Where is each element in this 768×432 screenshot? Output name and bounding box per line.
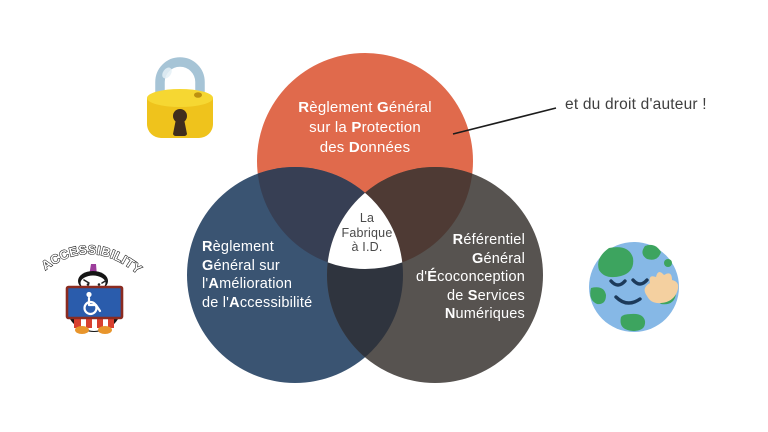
center-label-line-2: Fabrique — [341, 225, 393, 240]
center-label-line-3: à I.D. — [351, 240, 383, 254]
earth-eye-right — [631, 278, 649, 286]
earth-smile — [614, 295, 642, 305]
padlock-shackle-highlight — [162, 67, 172, 79]
annotation-text: et du droit d'auteur ! — [565, 96, 707, 113]
penguin-eyebrows — [83, 279, 108, 284]
accessibility-mascot-icon: ACCESSIBILITY — [38, 242, 145, 334]
penguin-eye-left — [86, 283, 90, 286]
penguin-shorts-stripe — [103, 316, 108, 328]
padlock-keyhole — [173, 109, 187, 137]
earth-icon — [589, 242, 679, 332]
earth-face — [609, 278, 649, 305]
wheelchair-icon — [83, 291, 102, 316]
venn-overlap-rgpd-rgaa — [257, 167, 403, 269]
penguin-eye-right — [97, 283, 101, 286]
padlock-icon — [147, 57, 213, 138]
padlock-top-hole — [194, 92, 202, 98]
penguin — [65, 264, 124, 334]
center-label-line-1: La — [359, 211, 375, 225]
penguin-foot-right — [98, 326, 112, 334]
padlock-body-top — [147, 89, 213, 107]
center-label: La Fabrique à I.D. — [327, 211, 407, 255]
earth-hand — [644, 271, 679, 304]
penguin-shorts-stripe — [92, 316, 97, 328]
venn-overlap-rgpd-rgesn — [327, 167, 473, 269]
padlock-shackle — [155, 57, 205, 102]
penguin-foot-left — [75, 326, 89, 334]
penguin-shorts-stripe — [81, 316, 86, 328]
earth-eye-left — [609, 279, 627, 287]
annotation-pointer-line — [452, 107, 557, 135]
